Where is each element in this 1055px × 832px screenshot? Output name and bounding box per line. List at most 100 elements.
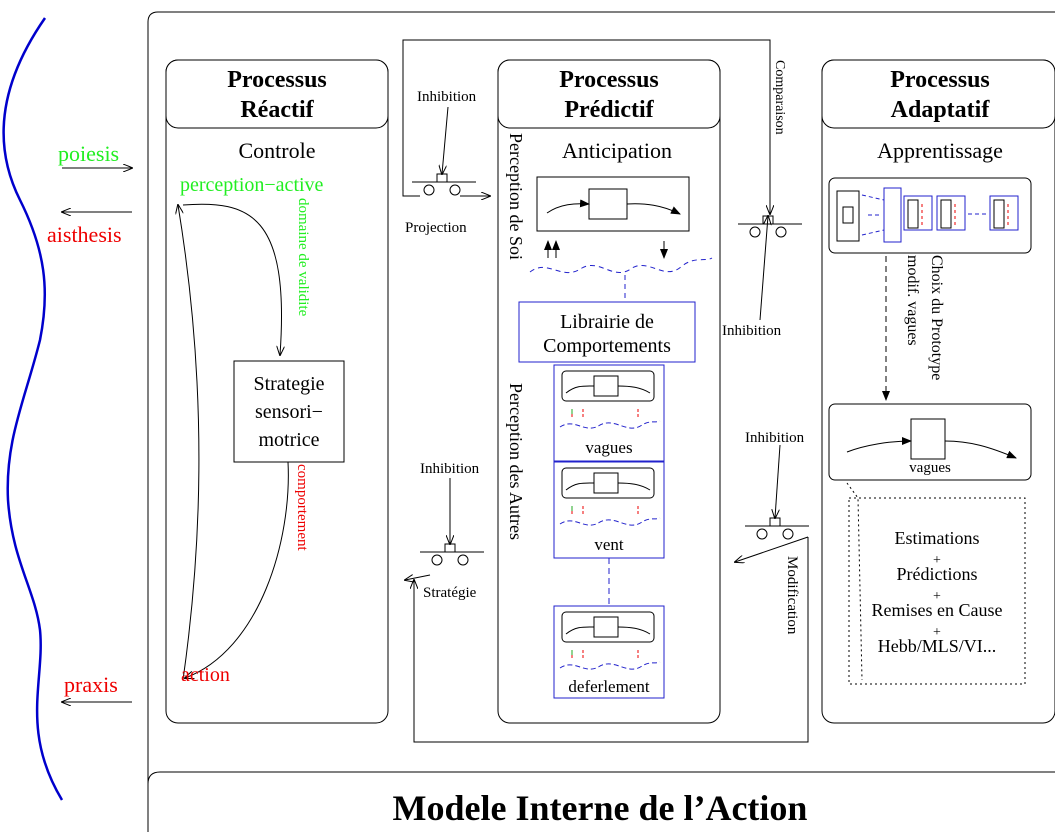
- inhibition-projection-contact-b: [449, 184, 461, 196]
- loop-left: [178, 205, 200, 681]
- proto-mini-1: [836, 190, 860, 242]
- inhibition-comparaison-label: Inhibition: [722, 323, 782, 339]
- inhibition-modification-pointer: [775, 444, 781, 518]
- proto-mini-3-inner: [907, 199, 919, 229]
- reactive-title-1: Processus: [227, 67, 327, 93]
- loop-right-top: [182, 203, 282, 355]
- librairie-line-2: Comportements: [543, 335, 671, 357]
- proto-mini-1-core: [842, 206, 854, 224]
- notes-line: Hebb/MLS/VI...: [878, 636, 997, 656]
- predictive-title-1: Processus: [559, 67, 659, 93]
- footer-title: Modele Interne de l’Action: [393, 788, 808, 828]
- adaptive-title-2: Adaptatif: [891, 97, 991, 123]
- behavior-wave-vagues: [559, 420, 661, 429]
- behavior-wave-vent: [559, 517, 661, 526]
- inhibition-modification-contact-b: [782, 528, 794, 540]
- perception-autres-label: Perception des Autres: [506, 383, 526, 540]
- proto-mini-5-inner: [993, 199, 1005, 229]
- notes-line: Estimations: [895, 528, 980, 548]
- chosen-curve-out: [944, 440, 1017, 459]
- inhibition-comparaison-contact-b: [775, 226, 787, 238]
- strategie-arrow: [405, 575, 431, 580]
- behavior-core-vent: [593, 472, 619, 494]
- predictive-title-box: [497, 59, 721, 129]
- behavior-label: vent: [594, 535, 624, 554]
- modification-arrow: [735, 536, 809, 562]
- notes-plus: +: [933, 553, 941, 568]
- reactive-title-box: [165, 59, 389, 129]
- poiesis-label: poiesis: [58, 141, 119, 166]
- domaine-label: domaine de validite: [295, 198, 311, 317]
- comparaison-label: Comparaison: [772, 60, 787, 135]
- modification-label: Modification: [784, 556, 800, 635]
- inhibition-projection-pointer: [442, 106, 449, 174]
- predictive-title-2: Prédictif: [564, 97, 654, 123]
- behavior-label: vagues: [585, 438, 632, 457]
- sine-wave: [2, 17, 64, 801]
- inhibition-comparaison-contact-a: [749, 226, 761, 238]
- inhibition-strategie-contact-a: [431, 554, 443, 566]
- bottom-loop: [414, 537, 809, 743]
- modif-label: modif. vagues: [904, 255, 921, 346]
- behavior-curve-vent: [565, 482, 651, 491]
- reactive-title-2: Réactif: [240, 97, 314, 123]
- behavior-curve-vagues: [565, 385, 651, 394]
- inhibition-modification-contact-a: [756, 528, 768, 540]
- inhibition-strategie-label: Inhibition: [420, 461, 480, 477]
- loop-right-bottom: [185, 461, 289, 678]
- adaptive-subtitle: Apprentissage: [877, 138, 1003, 163]
- comportement-label: comportement: [294, 464, 310, 551]
- praxis-label: praxis: [64, 672, 118, 697]
- inhibition-modification-plunger: [769, 517, 781, 527]
- adaptive-title-1: Processus: [890, 67, 990, 93]
- inhibition-projection-label: Inhibition: [417, 89, 477, 105]
- notes-line: Remises en Cause: [872, 600, 1003, 620]
- perception-soi-label: Perception de Soi: [506, 133, 526, 260]
- behavior-wave-deferlement: [559, 661, 661, 670]
- perception-active-label: perception−active: [180, 174, 324, 196]
- anticipation-curve-in: [546, 199, 590, 214]
- strategie-box: [233, 360, 345, 463]
- anticipation-wave: [529, 257, 713, 274]
- anticipation-core: [588, 188, 628, 220]
- inhibition-projection-contact-a: [423, 184, 435, 196]
- notes-plus: +: [933, 589, 941, 604]
- inhibition-strategie-plunger: [444, 543, 456, 553]
- strategie-label: Stratégie: [423, 585, 477, 601]
- anticipation-curve-out: [626, 203, 681, 215]
- notes-plus: +: [933, 625, 941, 640]
- chosen-core: [910, 418, 946, 460]
- projection-label: Projection: [405, 220, 467, 236]
- strategie-line-1: Strategie: [253, 373, 324, 395]
- notes-leader: [846, 482, 863, 681]
- inhibition-strategie-contact-b: [457, 554, 469, 566]
- aisthesis-label: aisthesis: [47, 222, 122, 247]
- reactive-subtitle: Controle: [239, 138, 316, 163]
- librairie-line-1: Librairie de: [560, 311, 654, 333]
- notes-lines: Estimations+Prédictions+Remises en Cause…: [872, 528, 1003, 656]
- predictive-subtitle: Anticipation: [562, 138, 672, 163]
- librairie-box: [518, 301, 696, 363]
- inhibition-projection-plunger: [436, 173, 448, 183]
- top-loop: [402, 39, 771, 197]
- adaptive-title-box: [821, 59, 1055, 129]
- proto-mini-4-inner: [940, 199, 952, 229]
- notes-line: Prédictions: [897, 564, 978, 584]
- action-label: action: [181, 664, 230, 686]
- proto-mini-2: [883, 187, 902, 243]
- inhibition-comparaison-pointer: [759, 216, 768, 321]
- behavior-core-deferlement: [593, 616, 619, 638]
- main-frame: [147, 11, 1055, 832]
- chosen-label: vagues: [909, 460, 951, 476]
- behavior-core-vagues: [593, 375, 619, 397]
- footer-frame: [147, 771, 1055, 832]
- strategie-line-3: motrice: [258, 429, 319, 451]
- notes-box: [848, 497, 1026, 685]
- proto-ticks: [921, 204, 1009, 226]
- choix-label: Choix du Prototype: [928, 255, 945, 380]
- strategie-line-2: sensori−: [255, 401, 323, 423]
- behavior-curve-deferlement: [565, 626, 651, 635]
